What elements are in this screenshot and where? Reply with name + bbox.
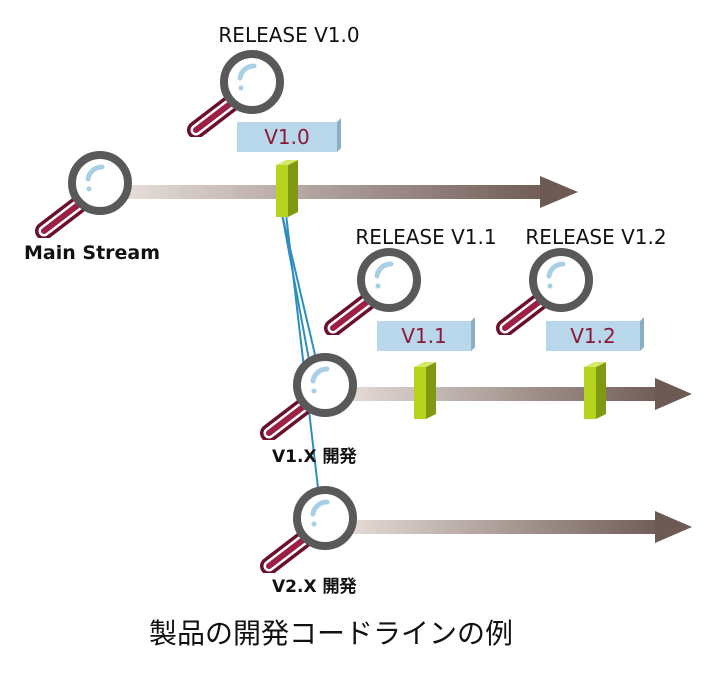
release-v1-2-title: RELEASE V1.2 [525,225,666,249]
release-v1-0-magnifier-icon [196,54,280,130]
release-v1-1-title: RELEASE V1.1 [355,225,496,249]
main-stream-arrow [120,176,578,208]
v2x-stream-label: V2.X 開発 [272,576,357,597]
v2x-magnifier-icon [269,490,353,566]
release-marker-v1-0 [276,160,298,217]
release-tag-v1-2: V1.2 [546,317,644,351]
main-stream-label: Main Stream [24,242,160,264]
release-tag-v1-1: V1.1 [377,317,475,351]
v1x-stream-label: V1.X 開発 [272,446,357,467]
release-tag-label: V1.1 [401,324,447,348]
release-marker-v1-1 [414,362,436,419]
diagram-caption: 製品の開発コードラインの例 [149,617,513,650]
release-tag-v1-0: V1.0 [237,118,341,152]
v2x-stream-arrow [340,511,692,543]
release-v1-0-title: RELEASE V1.0 [218,23,359,47]
release-tag-label: V1.2 [570,324,616,348]
release-tag-label: V1.0 [264,125,310,149]
release-v1-2-magnifier-icon [505,252,589,328]
release-marker-v1-2 [584,362,606,419]
v1x-stream-arrow [340,378,692,410]
main-stream-magnifier-icon [44,155,128,231]
release-v1-1-magnifier-icon [333,252,417,328]
